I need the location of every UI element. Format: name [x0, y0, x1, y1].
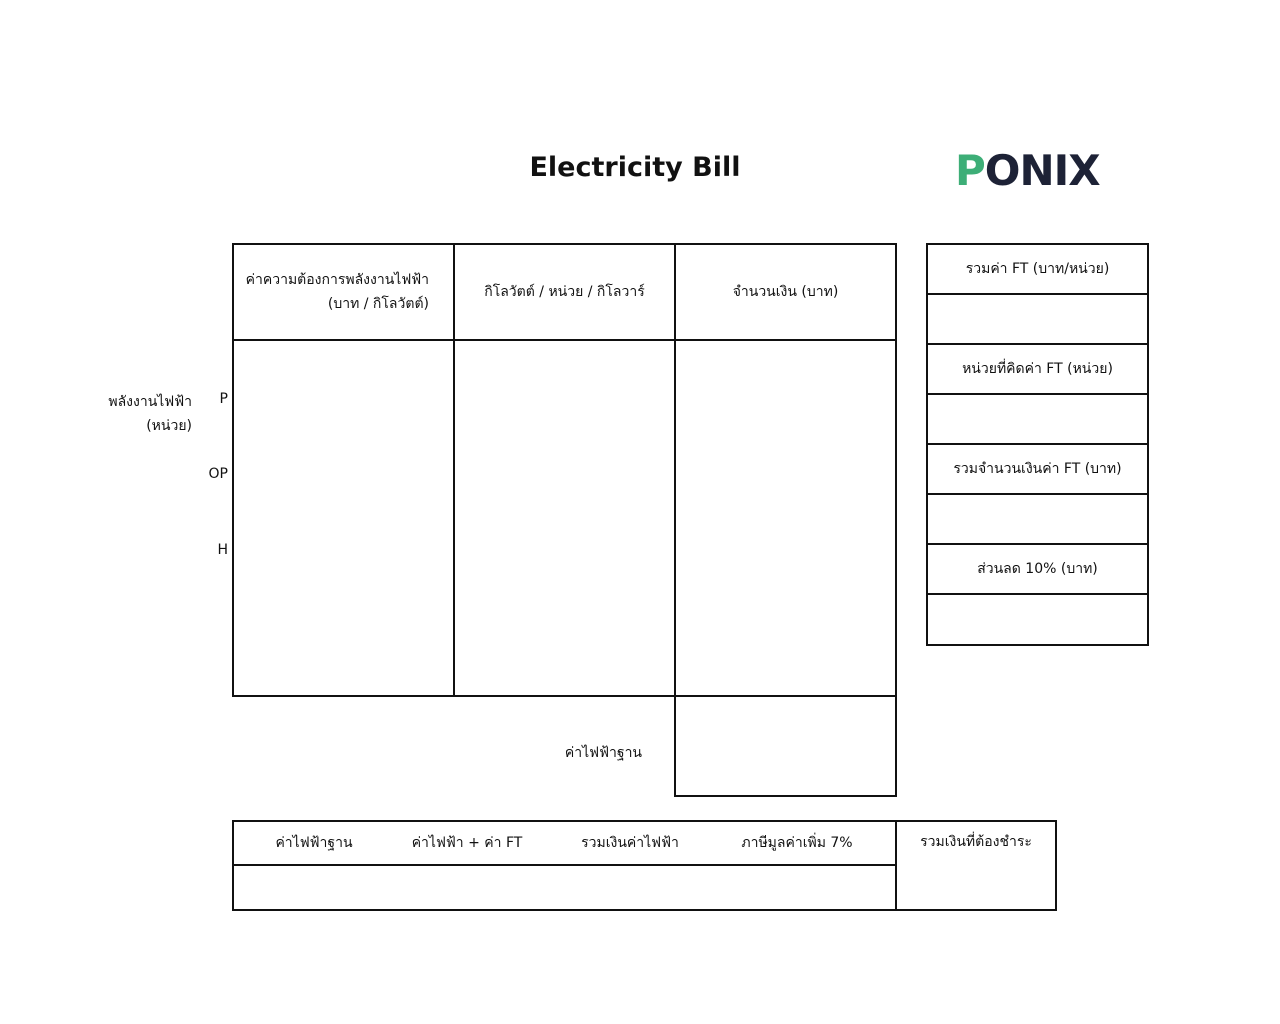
- period-op: OP: [208, 466, 228, 482]
- ft-divider-1: [926, 293, 1149, 295]
- logo-letter-p: P: [955, 146, 986, 195]
- ft-total-amount-label: รวมจำนวนเงินค่า FT (บาท): [953, 461, 1122, 477]
- header-demand-charge-line2: (บาท / กิโลวัตต์): [327, 296, 429, 312]
- period-p: P: [219, 391, 228, 407]
- main-table: [232, 243, 897, 697]
- ponix-logo: PONIX: [955, 146, 1101, 195]
- ft-divider-3: [926, 393, 1149, 395]
- summary-charge-plus-ft: ค่าไฟฟ้า + ค่า FT: [411, 835, 523, 851]
- header-demand-charge-line1: ค่าความต้องการพลังงานไฟฟ้า: [245, 272, 429, 288]
- main-table-divider-2: [674, 243, 676, 697]
- discount-label: ส่วนลด 10% (บาท): [977, 561, 1098, 577]
- summary-vat: ภาษีมูลค่าเพิ่ม 7%: [741, 835, 853, 851]
- header-units: กิโลวัตต์ / หน่วย / กิโลวาร์: [484, 284, 645, 300]
- summary-header-divider: [232, 864, 897, 866]
- ft-divider-4: [926, 443, 1149, 445]
- energy-label-line2: (หน่วย): [146, 418, 192, 434]
- energy-label-line1: พลังงานไฟฟ้า: [108, 394, 192, 410]
- period-h: H: [217, 542, 228, 558]
- ft-total-rate-label: รวมค่า FT (บาท/หน่วย): [965, 261, 1110, 277]
- page-title: Electricity Bill: [529, 152, 741, 183]
- summary-total-charge: รวมเงินค่าไฟฟ้า: [581, 835, 679, 851]
- total-payable-label: รวมเงินที่ต้องชำระ: [920, 834, 1032, 850]
- header-demand-charge: ค่าความต้องการพลังงานไฟฟ้า (บาท / กิโลวั…: [234, 245, 453, 339]
- main-table-header-divider: [232, 339, 897, 341]
- ft-units-label: หน่วยที่คิดค่า FT (หน่วย): [962, 361, 1113, 377]
- base-charge-cell: [674, 695, 897, 797]
- ft-divider-5: [926, 493, 1149, 495]
- main-table-divider-1: [453, 243, 455, 697]
- base-charge-label: ค่าไฟฟ้าฐาน: [564, 745, 642, 761]
- total-payable-cell: [895, 820, 1057, 911]
- ft-divider-7: [926, 593, 1149, 595]
- energy-label: พลังงานไฟฟ้า (หน่วย): [80, 390, 192, 438]
- header-amount: จำนวนเงิน (บาท): [732, 284, 839, 300]
- ft-divider-2: [926, 343, 1149, 345]
- ft-divider-6: [926, 543, 1149, 545]
- logo-text: ONIX: [984, 146, 1101, 195]
- summary-base-charge: ค่าไฟฟ้าฐาน: [275, 835, 353, 851]
